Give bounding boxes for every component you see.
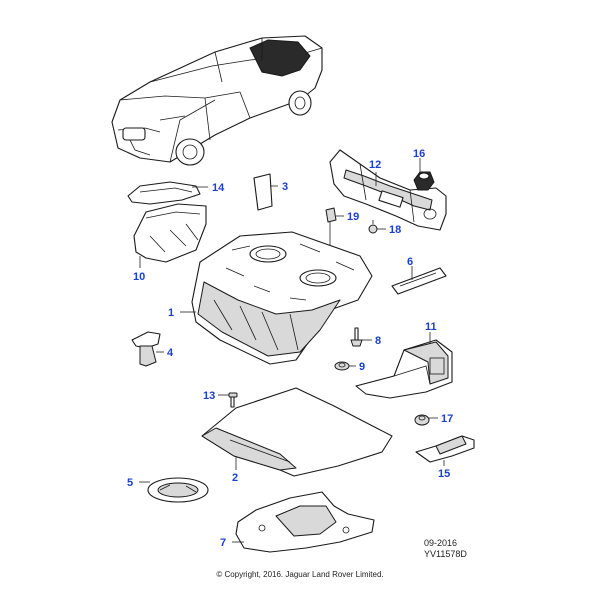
part-10-side-liner: 10 (133, 203, 207, 283)
part-5-tray: 5 (127, 477, 209, 503)
callout-5: 5 (127, 477, 133, 489)
callout-1: 1 (168, 307, 174, 319)
callout-11: 11 (425, 321, 437, 333)
callout-19: 19 (347, 211, 359, 223)
part-12-bulkhead: 12 (329, 149, 447, 231)
illustration-date-code: 09-2016 YV11578D (424, 538, 467, 560)
part-11-storage-bin: 11 (355, 321, 453, 399)
part-1-trunk-panel: 1 (168, 231, 373, 365)
part-16-grommet: 16 (413, 148, 435, 191)
illustration-code: YV11578D (424, 549, 467, 559)
part-19-clip: 19 (325, 207, 359, 246)
callout-14: 14 (212, 182, 225, 194)
part-17-cap: 17 (414, 413, 453, 426)
callout-4: 4 (167, 347, 174, 359)
callout-6: 6 (407, 256, 413, 268)
callout-13: 13 (203, 390, 215, 402)
part-9-nut: 9 (334, 361, 365, 373)
part-15-support-rail: 15 (415, 435, 475, 480)
callout-8: 8 (375, 335, 381, 347)
callout-16: 16 (413, 148, 425, 160)
callout-7: 7 (220, 537, 226, 549)
part-4-bracket: 4 (131, 331, 174, 367)
callout-9: 9 (359, 361, 365, 373)
callout-17: 17 (441, 413, 453, 425)
callout-15: 15 (438, 468, 450, 480)
part-2-floor-cover: 2 (201, 387, 393, 484)
callout-2: 2 (232, 472, 238, 484)
callout-10: 10 (133, 271, 145, 283)
callout-18: 18 (389, 224, 401, 236)
copyright-notice: © Copyright, 2016. Jaguar Land Rover Lim… (216, 570, 384, 579)
part-6-trim-strip: 6 (391, 256, 447, 295)
illustration-date: 09-2016 (424, 538, 458, 548)
callout-12: 12 (369, 159, 381, 171)
part-8-bolt: 8 (350, 327, 381, 347)
part-3-pad: 3 (253, 173, 288, 211)
part-18-fastener: 18 (368, 220, 401, 236)
part-14-cover: 14 (127, 181, 225, 205)
part-13-push-clip: 13 (203, 390, 238, 408)
part-7-floor-mat: 7 (220, 491, 375, 553)
callout-3: 3 (282, 181, 288, 193)
vehicle-locator-illustration (111, 35, 323, 166)
